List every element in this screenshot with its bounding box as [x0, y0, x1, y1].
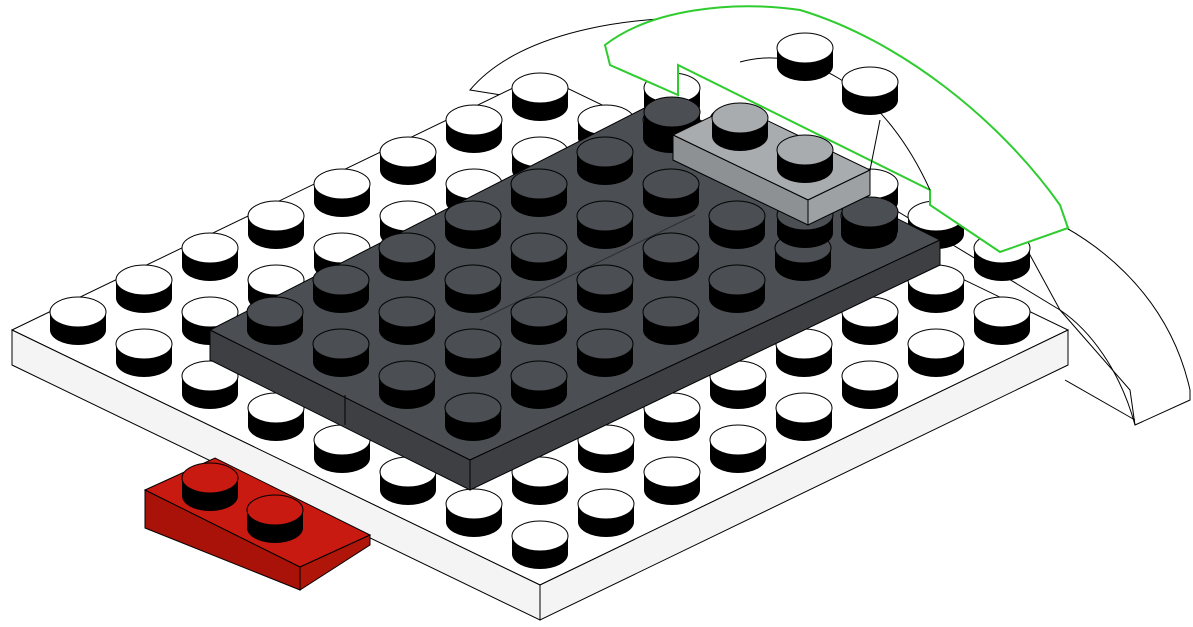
stud	[511, 233, 567, 281]
stud	[777, 33, 833, 81]
stud	[247, 495, 303, 543]
stud-top	[445, 393, 501, 423]
stud-top	[313, 329, 369, 359]
stud	[577, 137, 633, 185]
stud	[777, 135, 833, 183]
stud-top	[974, 297, 1030, 327]
stud-top	[379, 297, 435, 327]
stud	[116, 329, 172, 377]
stud-top	[379, 361, 435, 391]
stud-top	[116, 265, 172, 295]
stud	[511, 297, 567, 345]
stud	[50, 297, 106, 345]
stud	[116, 265, 172, 313]
stud	[314, 169, 370, 217]
stud	[842, 67, 898, 115]
stud	[577, 265, 633, 313]
stud	[643, 169, 699, 217]
stud-top	[380, 137, 436, 167]
stud	[511, 169, 567, 217]
stud	[709, 201, 765, 249]
stud	[379, 297, 435, 345]
stud	[446, 105, 502, 153]
stud-top	[777, 33, 833, 63]
stud	[247, 297, 303, 345]
stud-top	[777, 135, 833, 165]
stud-top	[182, 463, 238, 493]
stud-top	[578, 489, 634, 519]
stud	[380, 137, 436, 185]
stud-top	[314, 169, 370, 199]
stud-top	[512, 521, 568, 551]
stud	[577, 201, 633, 249]
stud-top	[50, 297, 106, 327]
stud-top	[644, 97, 700, 127]
stud	[644, 457, 700, 505]
stud-top	[182, 233, 238, 263]
stud-top	[776, 393, 832, 423]
stud-top	[908, 329, 964, 359]
stud	[182, 463, 238, 511]
stud	[643, 233, 699, 281]
stud-top	[511, 297, 567, 327]
stud	[512, 521, 568, 569]
stud-top	[710, 425, 766, 455]
stud-top	[379, 233, 435, 263]
stud-top	[709, 265, 765, 295]
stud	[248, 201, 304, 249]
stud-top	[313, 265, 369, 295]
stud-top	[247, 495, 303, 525]
stud-top	[709, 201, 765, 231]
stud-top	[247, 297, 303, 327]
stud	[446, 489, 502, 537]
stud	[511, 361, 567, 409]
stud-top	[446, 105, 502, 135]
stud-top	[577, 265, 633, 295]
stud-top	[577, 201, 633, 231]
stud	[974, 297, 1030, 345]
stud-top	[577, 329, 633, 359]
stud	[445, 329, 501, 377]
stud-top	[445, 329, 501, 359]
stud	[709, 265, 765, 313]
stud-top	[842, 67, 898, 97]
stud-top	[643, 297, 699, 327]
stud	[313, 265, 369, 313]
stud	[182, 233, 238, 281]
stud-top	[644, 457, 700, 487]
stud-top	[445, 265, 501, 295]
stud-top	[445, 201, 501, 231]
stud-top	[712, 103, 768, 133]
stud	[445, 201, 501, 249]
stud	[842, 361, 898, 409]
stud	[710, 425, 766, 473]
stud	[379, 361, 435, 409]
stud	[512, 73, 568, 121]
stud	[578, 489, 634, 537]
stud-top	[511, 361, 567, 391]
stud-top	[511, 169, 567, 199]
stud-top	[248, 201, 304, 231]
stud-top	[512, 73, 568, 103]
stud	[445, 393, 501, 441]
stud-top	[446, 489, 502, 519]
stud	[313, 329, 369, 377]
stud-top	[577, 137, 633, 167]
stud	[445, 265, 501, 313]
stud	[776, 393, 832, 441]
stud-top	[842, 361, 898, 391]
stud	[379, 233, 435, 281]
stud-top	[511, 233, 567, 263]
stud	[577, 329, 633, 377]
stud	[643, 297, 699, 345]
stud-top	[643, 233, 699, 263]
stud-top	[116, 329, 172, 359]
stud	[712, 103, 768, 151]
stud	[908, 329, 964, 377]
stud-top	[643, 169, 699, 199]
